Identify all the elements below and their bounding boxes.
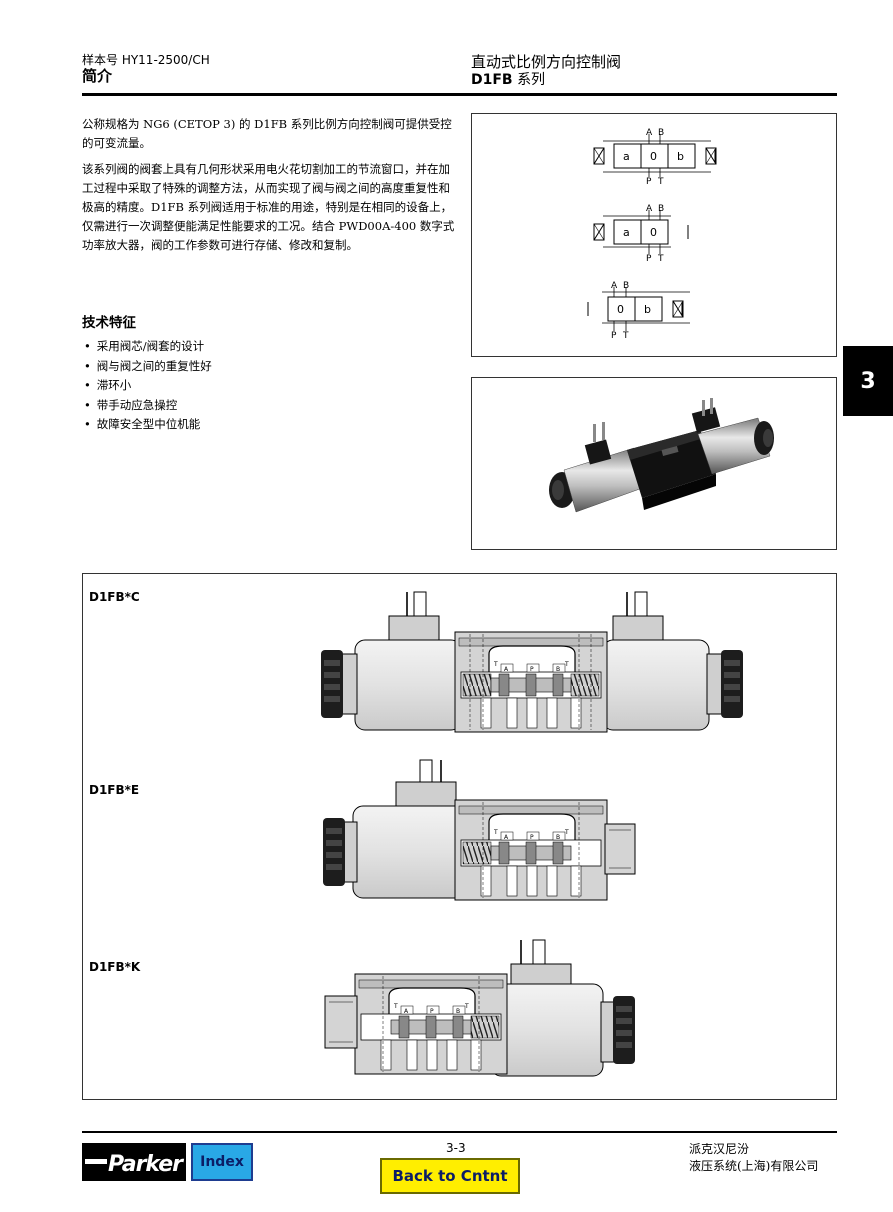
feature-item: 故障安全型中位机能 [84,415,212,435]
port-b-label: B [556,834,560,841]
feature-item: 采用阀芯/阀套的设计 [84,337,212,357]
port-p-label: P [530,834,534,841]
sectional-drawings: A P B T T [321,591,743,1077]
company-line-1: 派克汉尼汾 [689,1142,750,1156]
section-label-k: D1FB*K [89,960,141,974]
feature-item: 阀与阀之间的重复性好 [84,357,212,377]
page-title: 直动式比例方向控制阀 [471,53,622,71]
port-t-label: T [393,1003,398,1010]
section-label-e: D1FB*E [89,783,140,797]
series-title: D1FB 系列 [471,71,621,89]
port-a-label: A [646,128,653,138]
drawing-d1fb-c: A P B T T [321,591,743,733]
port-t-label: T [657,254,664,264]
features-list: 采用阀芯/阀套的设计 阀与阀之间的重复性好 滞环小 带手动应急操控 故障安全型中… [84,337,212,435]
footer-divider [82,1131,837,1133]
port-b-label: B [623,281,629,291]
logo-text: Parker [108,1152,184,1177]
position-a-label: a [623,226,630,239]
port-b-label: B [658,128,664,138]
port-a-label: A [611,281,618,291]
symbol-bk: A B P T 0 b [587,281,690,341]
position-a-label: a [623,150,630,163]
catalog-code: 样本号 HY11-2500/CH [82,53,210,67]
port-b-label: B [456,1008,460,1015]
port-a-label: A [404,1008,409,1015]
page-number: 3-3 [446,1141,466,1155]
port-p-label: P [430,1008,434,1015]
feature-item: 滞环小 [84,376,212,396]
port-p-label: P [646,254,652,264]
port-a-label: A [504,666,509,673]
port-b-label: B [658,204,664,214]
hydraulic-symbols: A B P T a 0 b A B P T a 0 [587,128,717,341]
header-divider [82,93,837,96]
port-t-label: T [493,661,498,668]
intro-paragraph-1: 公称规格为 NG6 (CETOP 3) 的 D1FB 系列比例方向控制阀可提供受… [82,117,452,150]
features-heading: 技术特征 [82,315,136,331]
position-0-label: 0 [650,226,657,239]
position-0-label: 0 [617,303,624,316]
series-code: D1FB [471,72,513,88]
position-b-label: b [644,303,651,316]
port-a-label: A [504,834,509,841]
port-t-label: T [493,829,498,836]
intro-paragraph-2: 该系列阀的阀套上具有几何形状采用电火花切割加工的节流窗口，并在加工过程中采取了特… [82,162,455,252]
header-right: 直动式比例方向控制阀 D1FB 系列 [471,53,621,89]
valve-photo [549,398,774,513]
symbol-ae: A B P T a 0 [593,204,689,264]
section-title: 简介 [82,67,113,85]
drawing-d1fb-e: A P B T T [323,759,636,901]
sectional-drawings-box: A P B T T [82,573,837,1100]
port-b-label: B [556,666,560,673]
port-t-label: T [657,177,664,187]
port-p-label: P [530,666,534,673]
port-t-label: T [464,1003,469,1010]
symbol-abc: A B P T a 0 b [593,128,717,187]
port-p-label: P [611,331,617,341]
drawing-d1fb-k: A P B T T [324,939,635,1077]
company-name: 派克汉尼汾 液压系统(上海)有限公司 [689,1141,818,1175]
port-t-label: T [564,829,569,836]
feature-item: 带手动应急操控 [84,396,212,416]
chapter-tab: 3 [843,346,893,416]
port-t-label: T [622,331,629,341]
position-b-label: b [677,150,684,163]
index-button[interactable]: Index [191,1143,253,1181]
section-label-c: D1FB*C [89,590,140,604]
product-photo-box [471,377,837,550]
intro-text: 公称规格为 NG6 (CETOP 3) 的 D1FB 系列比例方向控制阀可提供受… [82,115,457,255]
header-left: 样本号 HY11-2500/CH 简介 [82,53,210,85]
hydraulic-symbols-box: A B P T a 0 b A B P T a 0 [471,113,837,357]
company-line-2: 液压系统(上海)有限公司 [689,1159,819,1173]
back-to-contents-button[interactable]: Back to Cntnt [380,1158,520,1194]
port-t-label: T [564,661,569,668]
parker-logo: Parker [82,1143,186,1181]
port-a-label: A [646,204,653,214]
port-p-label: P [646,177,652,187]
series-suffix: 系列 [517,72,546,88]
position-0-label: 0 [650,150,657,163]
